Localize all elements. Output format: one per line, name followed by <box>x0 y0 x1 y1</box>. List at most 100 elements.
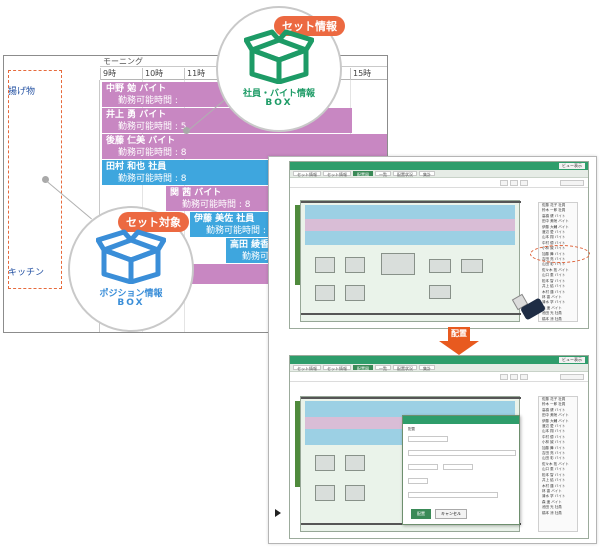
dialog-field[interactable] <box>408 436 448 442</box>
app-tabs: セット情報 セット情報 配置図 一覧 配置状況 集計 <box>290 364 588 372</box>
placement-dialog[interactable]: 配置 配置 キャンセル <box>402 415 520 525</box>
shift-bar[interactable]: 後藤 仁美 バイト 勤務可能時間 : 8 <box>102 134 387 159</box>
list-item[interactable]: 木村 蓮 バイト <box>542 483 566 488</box>
available-hours: 勤務可能時間 : <box>206 226 266 236</box>
dialog-field[interactable] <box>408 478 428 484</box>
floor-plan-screen-before: ビュー表示 セット情報 セット情報 配置図 一覧 配置状況 集計 <box>289 161 590 329</box>
staff-name: 後藤 仁美 バイト <box>106 136 176 146</box>
list-item[interactable]: 加藤 舞 バイト <box>542 445 566 450</box>
list-item[interactable]: 池田 光 社員 <box>542 311 562 316</box>
view-button[interactable]: ビュー表示 <box>559 163 585 169</box>
connector-dot <box>42 176 49 183</box>
list-item[interactable]: 森 遥 バイト <box>542 499 562 504</box>
app-titlebar: ビュー表示 <box>290 162 588 170</box>
list-item[interactable]: 高橋 健 バイト <box>542 407 566 412</box>
list-item[interactable]: 佐藤 花子 社員 <box>542 203 566 207</box>
list-item[interactable]: 山田 彩 バイト <box>542 262 566 267</box>
highlight-ring <box>530 245 590 263</box>
list-item[interactable]: 池田 光 社員 <box>542 505 562 510</box>
list-item[interactable]: 木村 蓮 バイト <box>542 289 566 294</box>
available-hours: 勤務可能時間 : 8 <box>118 148 187 158</box>
list-item[interactable]: 小林 誠 バイト <box>542 440 566 445</box>
list-item[interactable]: 松本 智 バイト <box>542 472 566 477</box>
list-item[interactable]: 山本 翔 バイト <box>542 429 566 434</box>
list-item[interactable]: 橋本 涼 社員 <box>542 510 562 515</box>
tab[interactable]: 集計 <box>419 171 435 177</box>
list-item[interactable]: 鈴木 一郎 社員 <box>542 402 566 407</box>
staff-name: 関 茜 バイト <box>170 188 222 198</box>
connector-dot <box>183 127 190 134</box>
list-item[interactable]: 清水 学 バイト <box>542 494 566 499</box>
floor-plan[interactable] <box>295 200 521 322</box>
toolbar-button[interactable] <box>560 374 584 380</box>
list-item[interactable]: 中村 優 バイト <box>542 240 566 245</box>
list-item[interactable]: 佐々木 拓 バイト <box>542 267 569 272</box>
hour-label: 15時 <box>350 68 371 80</box>
toolbar-button[interactable] <box>510 180 518 186</box>
app-toolbar <box>290 178 588 188</box>
toolbar-button[interactable] <box>510 374 518 380</box>
list-item[interactable]: 森 遥 バイト <box>542 305 562 310</box>
list-item[interactable]: 佐々木 拓 バイト <box>542 461 569 466</box>
list-item[interactable]: 伊藤 大輔 バイト <box>542 224 569 229</box>
toolbar-button[interactable] <box>520 180 528 186</box>
toolbar-button[interactable] <box>500 374 508 380</box>
list-item[interactable]: 佐藤 花子 社員 <box>542 397 566 401</box>
list-item[interactable]: 渡辺 愛 バイト <box>542 424 566 429</box>
place-button[interactable]: 配置 <box>411 509 431 519</box>
list-item[interactable]: 松本 智 バイト <box>542 278 566 283</box>
list-item[interactable]: 中村 優 バイト <box>542 434 566 439</box>
list-item[interactable]: 林 香 バイト <box>542 488 562 493</box>
badge-caption: ポジション情報 <box>99 289 163 299</box>
box-icon <box>244 29 314 84</box>
list-item[interactable]: 鈴木 一郎 社員 <box>542 208 566 213</box>
tab[interactable]: セット情報 <box>293 365 321 371</box>
staff-list[interactable]: 佐藤 花子 社員 鈴木 一郎 社員 高橋 健 バイト 田中 美咲 バイト 伊藤 … <box>538 396 578 532</box>
tab-floor-plan[interactable]: 配置図 <box>353 365 373 371</box>
badge-caption: 社員・バイト情報 <box>242 89 315 99</box>
dialog-field[interactable] <box>443 464 473 470</box>
tab[interactable]: 一覧 <box>375 365 391 371</box>
staff-name: 田村 和也 社員 <box>106 162 167 172</box>
tab-floor-plan[interactable]: 配置図 <box>353 171 373 177</box>
dialog-field[interactable] <box>408 464 438 470</box>
list-item[interactable]: 井上 結 バイト <box>542 478 566 483</box>
dialog-field[interactable] <box>408 492 498 498</box>
list-item[interactable]: 伊藤 大輔 バイト <box>542 418 569 423</box>
list-item[interactable]: 吉田 亮 バイト <box>542 451 566 456</box>
list-item[interactable]: 清水 学 バイト <box>542 300 566 305</box>
list-item[interactable]: 田中 美咲 バイト <box>542 219 569 224</box>
list-item[interactable]: 山口 恵 バイト <box>542 273 566 278</box>
tab[interactable]: セット情報 <box>323 171 351 177</box>
tab[interactable]: 配置状況 <box>393 365 417 371</box>
list-item[interactable]: 井上 結 バイト <box>542 284 566 289</box>
tab[interactable]: セット情報 <box>293 171 321 177</box>
list-item[interactable]: 林 香 バイト <box>542 294 562 299</box>
tab[interactable]: 一覧 <box>375 171 391 177</box>
list-item[interactable]: 山本 翔 バイト <box>542 235 566 240</box>
tab[interactable]: セット情報 <box>323 365 351 371</box>
staff-name: 高田 綾香 <box>230 240 270 250</box>
toolbar-button[interactable] <box>560 180 584 186</box>
dialog-field[interactable] <box>408 450 516 456</box>
list-item[interactable]: 橋本 涼 社員 <box>542 316 562 321</box>
list-item[interactable]: 渡辺 愛 バイト <box>542 230 566 235</box>
toolbar-button[interactable] <box>500 180 508 186</box>
toolbar-button[interactable] <box>520 374 528 380</box>
staff-name: 井上 勇 バイト <box>106 110 167 120</box>
set-target-tag: セット対象 <box>118 212 189 232</box>
list-item[interactable]: 山口 恵 バイト <box>542 467 566 472</box>
tab[interactable]: 集計 <box>419 365 435 371</box>
list-item[interactable]: 田中 美咲 バイト <box>542 413 569 418</box>
view-button[interactable]: ビュー表示 <box>559 357 585 363</box>
area-label-fry: 揚げ物 <box>8 87 36 97</box>
tab[interactable]: 配置状況 <box>393 171 417 177</box>
cancel-button[interactable]: キャンセル <box>435 509 467 519</box>
available-hours: 勤務可能時間 : <box>118 96 178 106</box>
hour-label: 9時 <box>100 68 116 80</box>
list-item[interactable]: 高橋 健 バイト <box>542 213 566 218</box>
staff-name: 伊藤 美佐 社員 <box>194 214 255 224</box>
arrow-down-icon: 配置 <box>439 327 479 355</box>
dialog-title: 配置 <box>408 427 415 431</box>
list-item[interactable]: 山田 彩 バイト <box>542 456 566 461</box>
